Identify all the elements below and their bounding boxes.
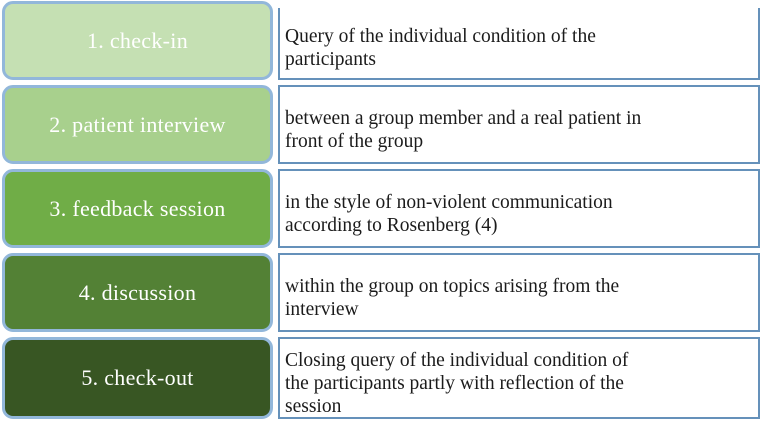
stage-description-box: Closing query of the individual conditio…	[278, 337, 760, 419]
stage-description-box: Query of the individual condition of the…	[278, 8, 760, 80]
stage-description: within the group on topics arising from …	[285, 275, 620, 320]
stage-label: 5. check-out	[81, 365, 194, 390]
stage-label: 3. feedback session	[49, 195, 226, 221]
stage-box: 1. check-in	[2, 1, 273, 80]
stage-label: 4. discussion	[78, 279, 197, 305]
stage-description-box: in the style of non-violent communicatio…	[278, 169, 760, 248]
stage-box: 3. feedback session	[2, 169, 273, 248]
stage-description-box: within the group on topics arising from …	[278, 253, 760, 332]
process-row: 2. patient interview between a group mem…	[2, 85, 760, 164]
stage-box: 4. discussion	[2, 253, 273, 332]
stage-label: 1. check-in	[86, 27, 189, 53]
process-row: 5. check-out Closing query of the indivi…	[2, 337, 760, 419]
stage-description-box: between a group member and a real patien…	[278, 85, 760, 164]
stage-description: Query of the individual condition of the…	[285, 26, 596, 70]
stage-description: in the style of non-violent communicatio…	[285, 191, 613, 236]
stage-label: 2. patient interview	[49, 111, 226, 137]
process-row: 4. discussion within the group on topics…	[2, 253, 760, 332]
stage-box: 5. check-out	[2, 337, 273, 419]
stage-description: Closing query of the individual conditio…	[285, 349, 629, 417]
stage-description: between a group member and a real patien…	[285, 107, 642, 152]
stage-box: 2. patient interview	[2, 85, 273, 164]
process-row: 1. check-in Query of the individual cond…	[2, 1, 760, 80]
process-row: 3. feedback session in the style of non-…	[2, 169, 760, 248]
